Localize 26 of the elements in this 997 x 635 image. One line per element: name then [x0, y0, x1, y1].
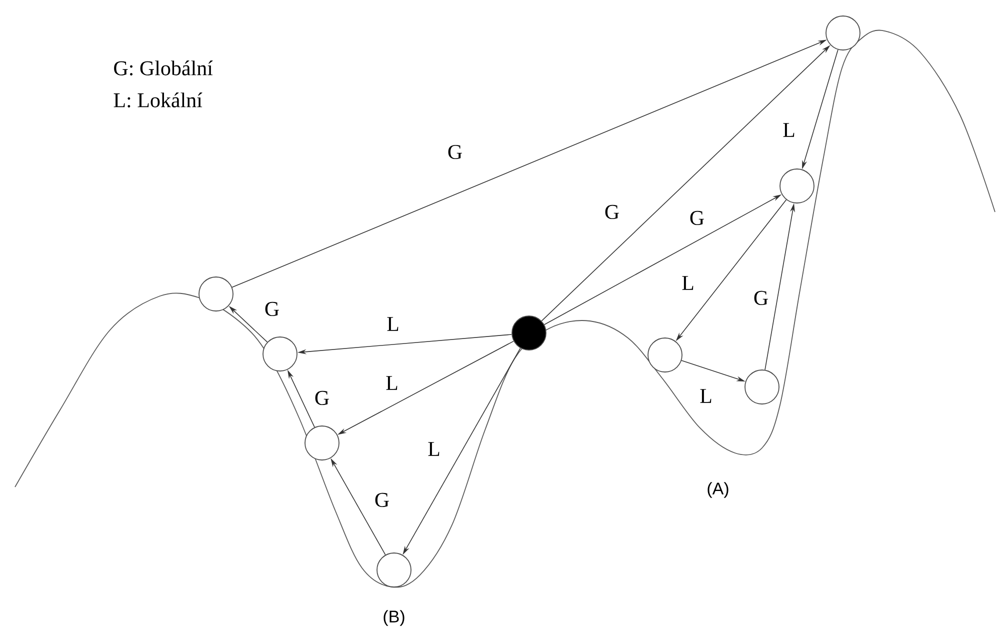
state-circle [262, 336, 298, 372]
state-circle [826, 16, 860, 50]
legend-text: L: Lokální [114, 92, 202, 108]
edge-label: G [446, 144, 464, 160]
edge-label: L [426, 441, 442, 457]
state-circle [648, 338, 682, 372]
edge-label: L [680, 275, 696, 291]
edge-label: G [313, 390, 331, 406]
state-circle [376, 552, 412, 588]
edge-label: G [688, 210, 706, 226]
edge-label: G [263, 300, 281, 318]
edge-label: G [603, 204, 621, 220]
edge-label: L [698, 388, 714, 404]
edge-label: L [386, 316, 400, 332]
state-circle [744, 370, 780, 404]
edge-label: G [752, 290, 770, 306]
state-circle [198, 276, 234, 312]
edge-label: L [384, 375, 400, 391]
edge-label: G [373, 492, 391, 508]
state-circle [780, 168, 814, 204]
region-label: (B) [384, 610, 404, 626]
edge-label: L [782, 122, 796, 138]
region-label: (A) [708, 482, 728, 498]
legend-text: G: Globální [114, 60, 213, 76]
state-circle [304, 426, 340, 460]
state-dot [512, 316, 546, 350]
